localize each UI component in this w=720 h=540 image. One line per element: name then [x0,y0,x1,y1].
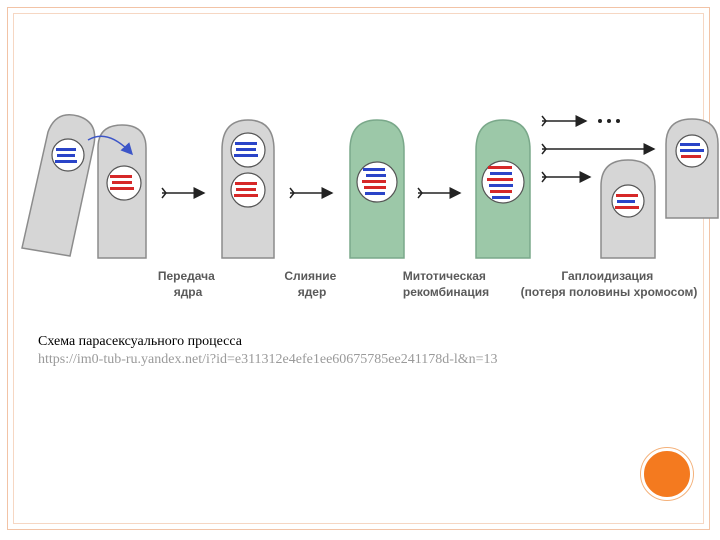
stage-2-hypha [221,119,275,259]
stage-5-hypha-blue [665,118,719,219]
label-nuclear-fusion: Слияние ядер [284,269,339,299]
stage-3-hypha [349,119,405,259]
slide-frame-outer [7,7,710,530]
stage-4-hypha [475,119,531,259]
hypha-tilted [21,114,96,257]
curved-arrow-icon [87,135,134,156]
decorative-orange-circle [641,448,693,500]
stage-5-hypha-red [600,159,656,259]
label-haploidization: Гаплоидизация (потеря половины хромосом) [521,269,698,299]
caption-source-url[interactable]: https://im0-tub-ru.yandex.net/i?id=e3113… [38,352,498,367]
stage-1-hyphae [21,114,147,259]
label-nucleus-transfer: Передача ядра [158,269,218,299]
label-mitotic-recombination: Митотическая рекомбинация [403,269,490,299]
caption-title: Схема парасексуального процесса [38,334,242,349]
ellipsis-icon [598,119,620,123]
slide-frame-inner [13,13,704,524]
parasexual-process-diagram: Передача ядра Слияние ядер Митотическая … [21,114,719,299]
slide-caption: Схема парасексуального процесса https://… [38,333,678,369]
